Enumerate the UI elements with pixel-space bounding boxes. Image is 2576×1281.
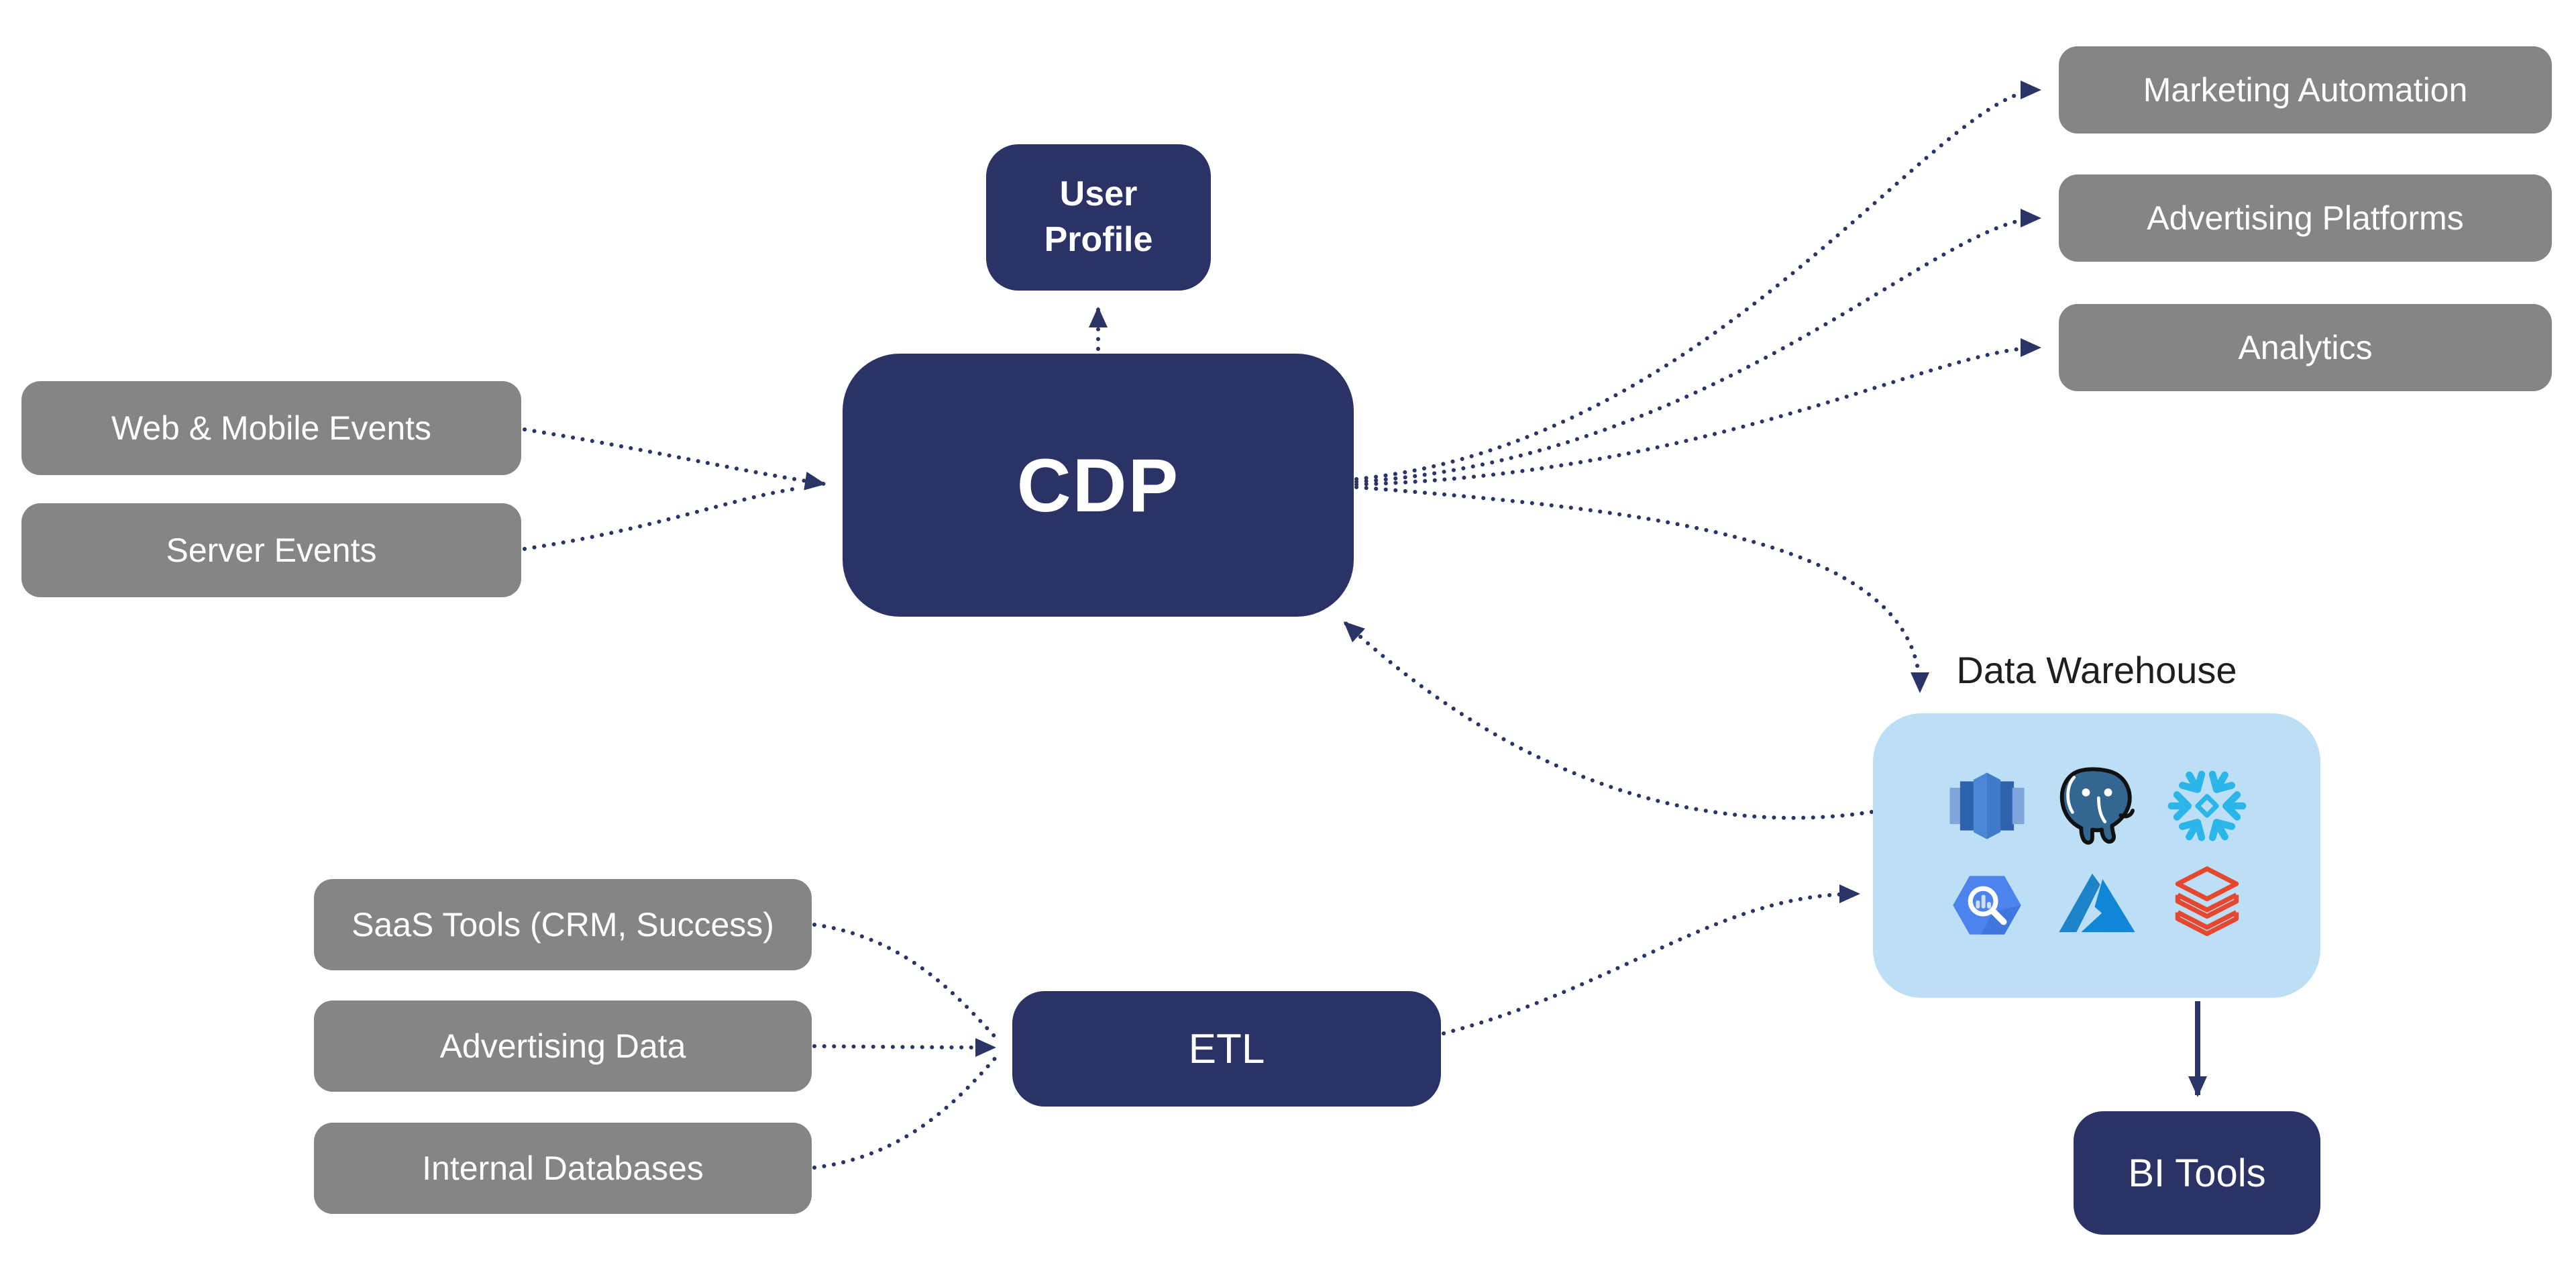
edge-cdp-to-advertising-platforms	[1354, 209, 2041, 484]
edge-web-events-to-cdp	[523, 427, 826, 491]
node-marketing-automation: Marketing Automation	[2059, 46, 2552, 134]
node-advertising-data: Advertising Data	[314, 1001, 812, 1092]
node-user-profile: User Profile	[986, 144, 1211, 291]
node-label: Internal Databases	[422, 1149, 704, 1187]
node-server-events: Server Events	[21, 503, 521, 597]
edge-data-warehouse-to-cdp	[1343, 621, 1874, 820]
node-advertising-platforms: Advertising Platforms	[2059, 174, 2552, 262]
node-web-mobile-events: Web & Mobile Events	[21, 381, 521, 475]
node-analytics: Analytics	[2059, 304, 2552, 391]
edge-advertising-data-to-etl	[812, 1037, 996, 1057]
node-label: Advertising Platforms	[2147, 199, 2464, 237]
data-warehouse-label: Data Warehouse	[1956, 649, 2237, 691]
node-label: Web & Mobile Events	[111, 409, 432, 447]
node-cdp: CDP	[843, 354, 1354, 617]
node-label: SaaS Tools (CRM, Success)	[352, 906, 774, 943]
edge-server-events-to-cdp	[523, 486, 804, 551]
redshift-icon	[1949, 772, 2024, 839]
node-label-line1: User	[1059, 174, 1138, 214]
node-label: Marketing Automation	[2143, 71, 2468, 109]
edge-saas-tools-to-etl	[812, 923, 1000, 1042]
bigquery-icon	[1952, 876, 2021, 935]
node-label: ETL	[1188, 1025, 1265, 1072]
node-label: Advertising Data	[439, 1027, 686, 1065]
node-label: Analytics	[2238, 329, 2373, 366]
azure-icon	[2058, 873, 2135, 933]
node-internal-databases: Internal Databases	[314, 1123, 812, 1214]
snowflake-icon	[2167, 770, 2246, 841]
dw-icon-row-2	[1947, 866, 2247, 945]
node-saas-tools: SaaS Tools (CRM, Success)	[314, 879, 812, 970]
node-label-line2: Profile	[1044, 220, 1153, 259]
node-label: Server Events	[166, 531, 377, 569]
edge-internal-databases-to-etl	[812, 1053, 1000, 1170]
node-label: CDP	[1016, 443, 1180, 527]
node-label: BI Tools	[2128, 1151, 2266, 1195]
edge-cdp-to-marketing-automation	[1354, 81, 2041, 481]
databricks-icon	[2175, 866, 2239, 937]
postgresql-icon	[2059, 767, 2135, 845]
node-bi-tools: BI Tools	[2074, 1111, 2320, 1235]
node-data-warehouse	[1873, 713, 2320, 998]
node-etl: ETL	[1012, 991, 1441, 1107]
edge-cdp-to-data-warehouse	[1354, 485, 1929, 693]
edge-etl-to-data-warehouse	[1442, 884, 1860, 1035]
dw-icon-row-1	[1947, 766, 2247, 846]
edge-cdp-to-analytics	[1354, 338, 2041, 486]
